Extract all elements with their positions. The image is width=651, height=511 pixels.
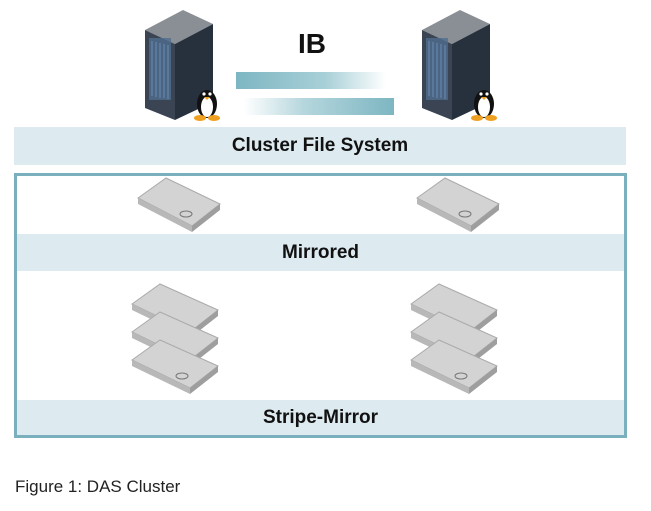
ib-link-bottom xyxy=(244,98,394,115)
linux-penguin-icon xyxy=(194,90,220,121)
mirrored-layer: Mirrored xyxy=(17,234,624,271)
ib-link-top xyxy=(236,72,386,89)
interconnect-label: IB xyxy=(298,28,326,59)
storage-frame xyxy=(14,173,627,438)
ssd-stack-left xyxy=(131,283,219,394)
figure-caption: Figure 1: DAS Cluster xyxy=(15,477,181,496)
server-node-left xyxy=(145,10,220,121)
linux-penguin-icon xyxy=(471,90,497,121)
stripe-mirror-layer: Stripe-Mirror xyxy=(17,400,624,435)
ssd-drive-icon xyxy=(137,177,221,232)
ssd-drive-icon xyxy=(410,339,498,394)
ssd-drive-icon xyxy=(416,177,500,232)
cluster-file-system-layer: Cluster File System xyxy=(14,127,626,165)
ssd-drive-icon xyxy=(131,339,219,394)
ssd-stack-right xyxy=(410,283,498,394)
server-node-right xyxy=(422,10,497,121)
